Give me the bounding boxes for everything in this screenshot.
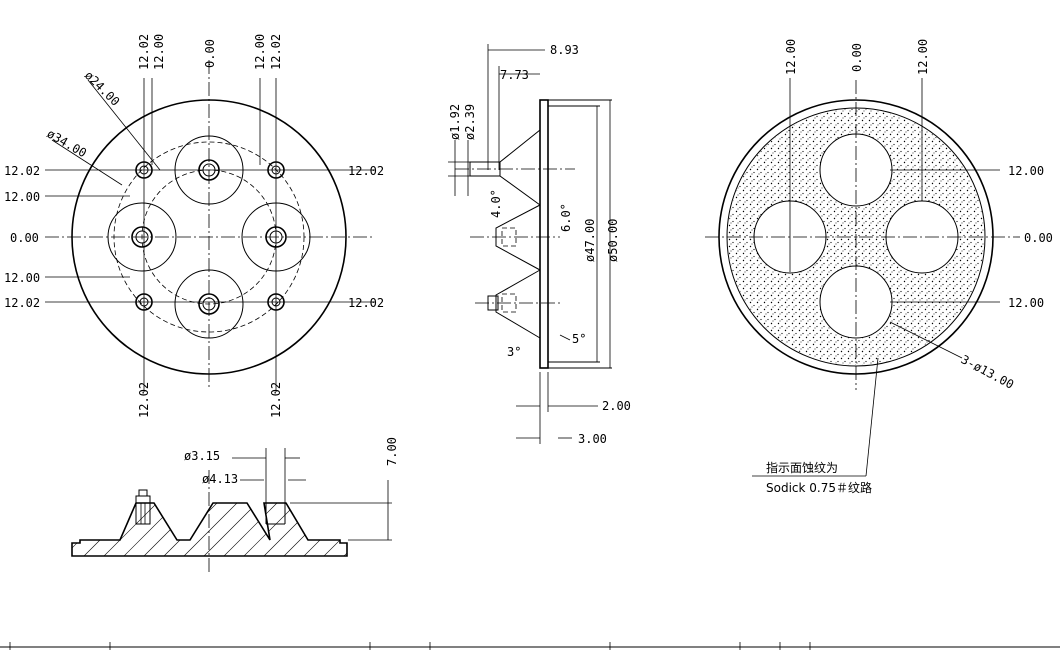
texture-view: 12.00 0.00 12.00 12.00 0.00 12.00 3-ø13.… [705,39,1053,495]
front-top-label-4: 12.00 [253,34,267,70]
tex-top-label-3: 12.00 [916,39,930,75]
front-view: 12.02 12.00 0.00 12.00 12.02 12.02 12.02… [4,34,384,418]
side-section-view: ø3.15 ø4.13 7.00 [71,437,399,575]
front-left-label-1: 12.02 [4,164,40,178]
front-dia-inner: ø24.00 [82,68,123,109]
side-dim-7: 7.00 [385,437,399,466]
mid-dim-3: 3.00 [578,432,607,446]
front-top-label-3: 0.00 [203,39,217,68]
mid-dim-8-93: 8.93 [550,43,579,57]
front-top-label-2: 12.00 [152,34,166,70]
front-left-label-3: 0.00 [10,231,39,245]
tex-right-label-1: 12.00 [1008,164,1044,178]
front-left-label-4: 12.00 [4,271,40,285]
front-dia-outer: ø34.00 [45,126,90,160]
tex-right-label-3: 12.00 [1008,296,1044,310]
tex-right-label-2: 0.00 [1024,231,1053,245]
mid-angle-5: 5° [572,332,586,346]
middle-section-view: 8.93 7.73 ø47.00 ø50.00 ø1.92 ø2.39 [448,43,631,446]
mid-dim-2-39: ø2.39 [463,104,477,140]
frame-border [0,642,1060,650]
mid-angle-3: 3° [507,345,521,359]
tex-top-label-2: 0.00 [850,43,864,72]
front-right-label-1: 12.02 [348,164,384,178]
mid-angle-4: 4.0° [489,189,503,218]
side-dim-4-13: ø4.13 [202,472,238,486]
tex-top-label-1: 12.00 [784,39,798,75]
mid-angle-6: 6.0° [559,203,573,232]
texture-note-line2: Sodick 0.75＃纹路 [766,480,872,495]
front-top-label-1: 12.02 [137,34,151,70]
front-left-label-5: 12.02 [4,296,40,310]
front-top-label-5: 12.02 [269,34,283,70]
front-bottom-label-1: 12.02 [137,382,151,418]
tex-hole-label: 3-ø13.00 [959,352,1017,391]
front-left-label-2: 12.00 [4,190,40,204]
mid-dim-50: ø50.00 [606,219,620,262]
front-right-label-2: 12.02 [348,296,384,310]
mid-dim-2: 2.00 [602,399,631,413]
side-dim-3-15: ø3.15 [184,449,220,463]
front-bottom-label-2: 12.02 [269,382,283,418]
texture-note-line1: 指示面蚀纹为 [766,460,838,475]
mid-dim-1-92: ø1.92 [448,104,462,140]
mid-dim-7-73: 7.73 [500,68,529,82]
mid-dim-47: ø47.00 [583,219,597,262]
